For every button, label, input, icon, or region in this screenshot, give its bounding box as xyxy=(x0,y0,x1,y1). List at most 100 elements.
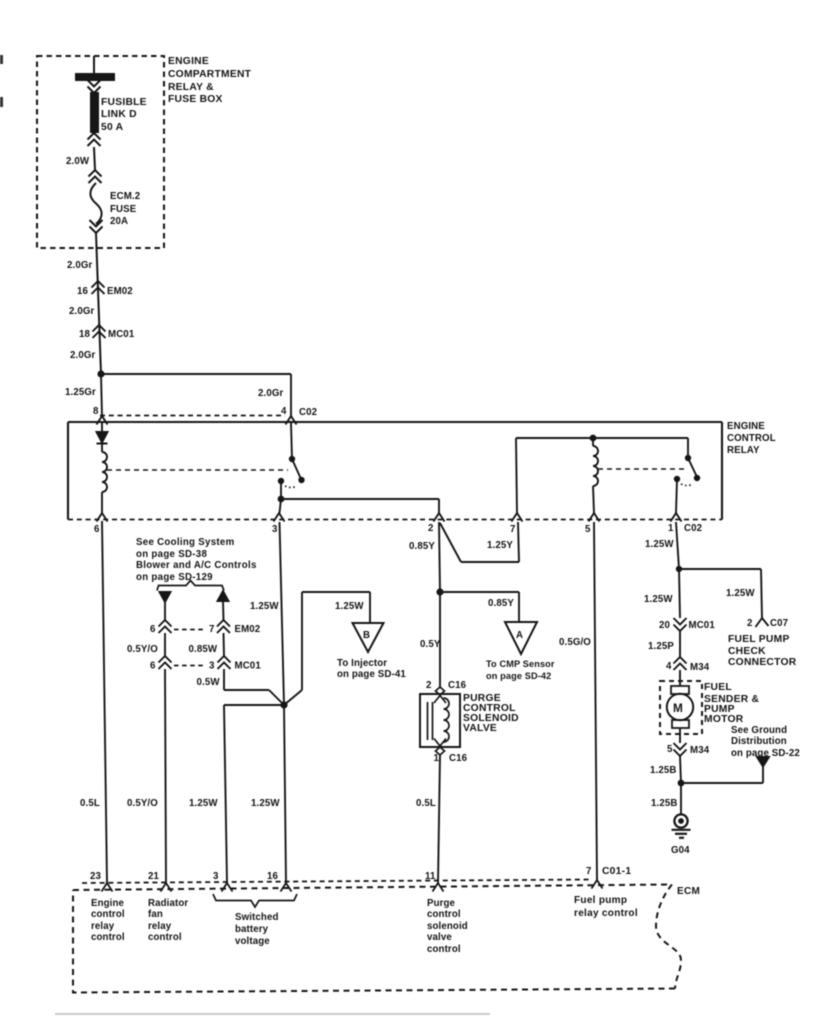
svg-text:See Cooling System: See Cooling System xyxy=(136,537,235,548)
svg-text:on page SD-42: on page SD-42 xyxy=(486,671,551,681)
svg-text:control: control xyxy=(148,932,182,943)
svg-text:2: 2 xyxy=(426,680,432,691)
svg-text:ECM: ECM xyxy=(677,886,700,897)
svg-text:3: 3 xyxy=(272,524,278,535)
svg-text:control: control xyxy=(427,909,461,920)
svg-text:1.25W: 1.25W xyxy=(726,588,755,599)
svg-text:ECM.2: ECM.2 xyxy=(110,191,140,202)
svg-text:VALVE: VALVE xyxy=(463,723,497,734)
svg-text:1.25W: 1.25W xyxy=(335,601,364,612)
svg-text:on page SD-38: on page SD-38 xyxy=(136,549,207,560)
svg-text:1: 1 xyxy=(668,523,674,534)
svg-text:0.5W: 0.5W xyxy=(197,677,221,688)
svg-text:2.0Gr: 2.0Gr xyxy=(258,388,283,399)
svg-text:fan: fan xyxy=(148,909,163,920)
svg-text:1.25B: 1.25B xyxy=(651,798,677,809)
svg-text:3: 3 xyxy=(213,871,219,882)
svg-text:See Ground: See Ground xyxy=(731,725,787,736)
svg-text:MC01: MC01 xyxy=(689,620,716,631)
svg-text:G04: G04 xyxy=(671,845,690,856)
svg-text:1.25Gr: 1.25Gr xyxy=(65,387,96,398)
svg-text:0.85Y: 0.85Y xyxy=(488,598,514,609)
svg-text:FUEL: FUEL xyxy=(704,682,732,693)
svg-text:2.0Gr: 2.0Gr xyxy=(69,306,94,317)
svg-text:23: 23 xyxy=(90,871,102,882)
svg-text:0.5L: 0.5L xyxy=(80,798,100,809)
svg-text:20A: 20A xyxy=(110,216,128,227)
svg-text:1.25W: 1.25W xyxy=(250,601,279,612)
svg-text:M: M xyxy=(673,701,683,715)
svg-text:1.25P: 1.25P xyxy=(648,641,674,652)
svg-text:2.0Gr: 2.0Gr xyxy=(67,260,92,271)
svg-text:SENDER &: SENDER & xyxy=(704,694,760,705)
svg-text:7: 7 xyxy=(586,866,592,877)
svg-text:2: 2 xyxy=(747,618,753,629)
svg-text:8: 8 xyxy=(93,406,99,417)
svg-text:EM02: EM02 xyxy=(107,286,133,297)
svg-text:FUSE BOX: FUSE BOX xyxy=(168,94,223,105)
svg-text:2: 2 xyxy=(428,523,434,534)
svg-text:PURGE: PURGE xyxy=(463,693,501,704)
svg-text:Switched: Switched xyxy=(235,912,279,923)
svg-text:21: 21 xyxy=(148,871,160,882)
svg-text:SOLENOID: SOLENOID xyxy=(463,713,519,724)
svg-text:To Injector: To Injector xyxy=(337,658,387,669)
svg-text:0.85Y: 0.85Y xyxy=(409,541,435,552)
svg-text:solenoid: solenoid xyxy=(427,921,468,932)
svg-text:4: 4 xyxy=(666,661,672,672)
svg-text:CONTROL: CONTROL xyxy=(727,433,776,444)
svg-text:Radiator: Radiator xyxy=(148,898,188,909)
svg-text:1.25W: 1.25W xyxy=(645,539,674,550)
svg-text:FUSE: FUSE xyxy=(110,204,137,215)
svg-text:1.25Y: 1.25Y xyxy=(487,540,513,551)
svg-text:M34: M34 xyxy=(690,662,710,673)
svg-text:1.25W: 1.25W xyxy=(189,798,218,809)
svg-text:control: control xyxy=(91,932,125,943)
svg-text:C16: C16 xyxy=(449,753,468,764)
svg-text:3: 3 xyxy=(209,661,215,672)
svg-text:COMPARTMENT: COMPARTMENT xyxy=(168,69,252,80)
svg-text:control: control xyxy=(91,909,125,920)
svg-text:valve: valve xyxy=(427,932,452,943)
svg-text:CHECK: CHECK xyxy=(728,646,766,657)
svg-text:Purge: Purge xyxy=(427,898,456,909)
svg-text:C02: C02 xyxy=(684,523,702,534)
svg-text:LINK D: LINK D xyxy=(101,109,137,120)
svg-text:11: 11 xyxy=(425,871,436,882)
svg-text:5: 5 xyxy=(585,524,591,535)
svg-text:6: 6 xyxy=(150,661,156,672)
svg-text:Fuel pump: Fuel pump xyxy=(574,895,627,906)
svg-text:RELAY &: RELAY & xyxy=(168,82,214,93)
svg-text:Engine: Engine xyxy=(91,898,125,909)
svg-text:6: 6 xyxy=(150,624,156,635)
svg-text:C16: C16 xyxy=(448,680,467,691)
svg-text:M34: M34 xyxy=(690,745,710,756)
svg-text:18: 18 xyxy=(79,329,91,340)
svg-text:MC01: MC01 xyxy=(108,329,135,340)
svg-text:C02: C02 xyxy=(299,407,317,418)
svg-text:0.5L: 0.5L xyxy=(416,798,436,809)
svg-text:1.25B: 1.25B xyxy=(650,765,676,776)
svg-text:MC01: MC01 xyxy=(235,661,262,672)
svg-text:C01-1: C01-1 xyxy=(602,866,631,877)
svg-text:voltage: voltage xyxy=(235,936,270,947)
svg-text:0.5Y/O: 0.5Y/O xyxy=(127,644,158,655)
svg-text:on page SD-41: on page SD-41 xyxy=(337,669,406,680)
svg-text:relay: relay xyxy=(148,921,172,932)
svg-text:0.85W: 0.85W xyxy=(189,644,218,655)
svg-text:battery: battery xyxy=(235,924,269,935)
svg-text:PUMP: PUMP xyxy=(704,704,735,715)
svg-text:C07: C07 xyxy=(770,618,788,629)
svg-text:MOTOR: MOTOR xyxy=(704,714,744,725)
svg-text:1: 1 xyxy=(433,753,439,764)
svg-text:Distribution: Distribution xyxy=(731,736,787,747)
svg-text:B: B xyxy=(363,630,370,641)
svg-text:FUSIBLE: FUSIBLE xyxy=(101,97,147,108)
svg-text:2.0Gr: 2.0Gr xyxy=(70,350,95,361)
svg-text:7: 7 xyxy=(510,524,516,535)
svg-text:on page SD-129: on page SD-129 xyxy=(136,572,213,583)
svg-text:CONTROL: CONTROL xyxy=(463,703,516,714)
svg-text:on page SD-22: on page SD-22 xyxy=(731,748,800,759)
svg-text:5: 5 xyxy=(667,744,673,755)
svg-text:control: control xyxy=(427,944,461,955)
